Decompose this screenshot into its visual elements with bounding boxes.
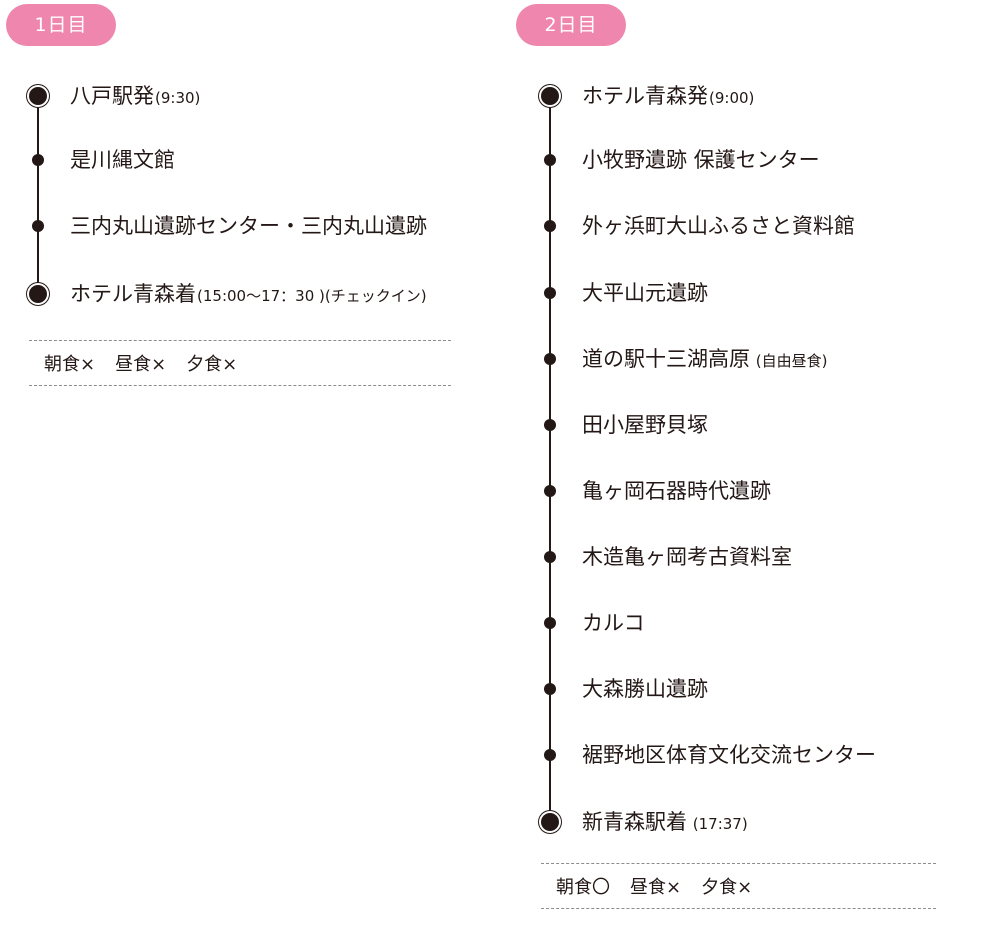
stop-name: 八戸駅発	[70, 84, 154, 108]
end-marker-icon	[29, 285, 47, 303]
stop-name: 外ヶ浜町大山ふるさと資料館	[582, 214, 855, 238]
meal-lunch: 昼食×	[115, 354, 167, 375]
stop-name: 新青森駅着	[582, 810, 687, 834]
waypoint-marker-icon	[544, 683, 556, 695]
meal-dinner: 夕食×	[186, 354, 238, 375]
stop-name: 是川縄文館	[70, 148, 175, 172]
stop-time: (9:30)	[155, 89, 201, 107]
meal-lunch: 昼食×	[630, 877, 682, 898]
waypoint-marker-icon	[544, 287, 556, 299]
stop-name: ホテル青森発	[582, 84, 708, 108]
stop-name: 三内丸山遺跡センター・三内丸山遺跡	[70, 214, 427, 238]
stop-time: (自由昼食)	[751, 352, 828, 370]
stop-name: 田小屋野貝塚	[582, 413, 708, 437]
stop-name: 裾野地区体育文化交流センター	[582, 743, 876, 767]
stop-time: (9:00)	[709, 89, 755, 107]
day-2-badge: 2日目	[516, 4, 626, 46]
stop-name: カルコ	[582, 611, 645, 635]
meal-breakfast: 朝食×	[44, 354, 96, 375]
stop-name: 大森勝山遺跡	[582, 677, 708, 701]
stop-name: 小牧野遺跡 保護センター	[582, 148, 820, 172]
meal-dinner: 夕食×	[701, 877, 753, 898]
day-1-timeline-line	[37, 95, 39, 293]
stop-time: (15:00～17：30 )(チェックイン)	[197, 287, 427, 305]
stop-name: 大平山元遺跡	[582, 281, 708, 305]
waypoint-marker-icon	[32, 220, 44, 232]
waypoint-marker-icon	[32, 154, 44, 166]
stop-time: (17:37)	[688, 815, 748, 833]
stop-name: ホテル青森着	[70, 282, 196, 306]
waypoint-marker-icon	[544, 154, 556, 166]
day-1-badge: 1日目	[6, 4, 116, 46]
waypoint-marker-icon	[544, 485, 556, 497]
waypoint-marker-icon	[544, 353, 556, 365]
stop-name: 亀ヶ岡石器時代遺跡	[582, 479, 771, 503]
waypoint-marker-icon	[544, 220, 556, 232]
start-marker-icon	[541, 87, 559, 105]
stop-name: 木造亀ヶ岡考古資料室	[582, 545, 792, 569]
end-marker-icon	[541, 813, 559, 831]
stop-name: 道の駅十三湖高原	[582, 347, 750, 371]
waypoint-marker-icon	[544, 749, 556, 761]
day-1-meals: 朝食× 昼食× 夕食×	[29, 340, 451, 386]
day-2-timeline-line	[549, 95, 551, 822]
day-2-meals: 朝食〇 昼食× 夕食×	[541, 863, 936, 909]
waypoint-marker-icon	[544, 551, 556, 563]
waypoint-marker-icon	[544, 419, 556, 431]
waypoint-marker-icon	[544, 617, 556, 629]
start-marker-icon	[29, 87, 47, 105]
meal-breakfast: 朝食〇	[556, 877, 610, 898]
